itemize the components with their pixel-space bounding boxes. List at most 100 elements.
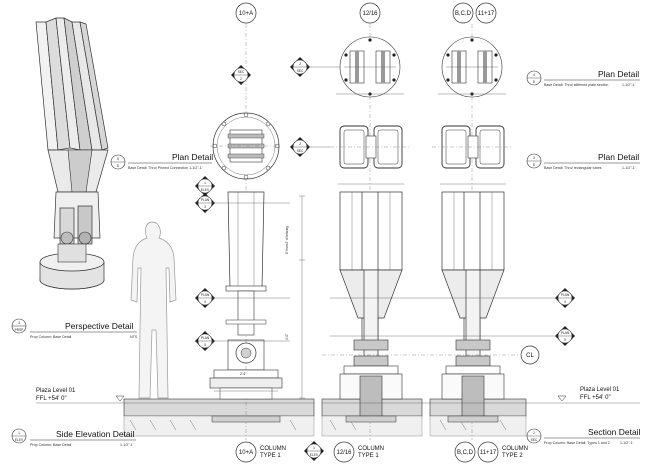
svg-text:ELEV: ELEV bbox=[15, 438, 24, 442]
plan-rect-scale: 1-1/2"-1' bbox=[622, 166, 636, 170]
svg-text:COLUMN: COLUMN bbox=[358, 446, 384, 452]
sec-marker-num: 2 bbox=[240, 77, 242, 81]
svg-text:3: 3 bbox=[533, 156, 535, 160]
grid-bcd-label: B,C,D bbox=[455, 11, 472, 17]
svg-text:D: D bbox=[533, 163, 536, 167]
plan-stiffened-title: Plan Detail bbox=[598, 69, 639, 79]
perspective-code: PRSP bbox=[15, 328, 24, 332]
centerline-marker: CL bbox=[322, 345, 540, 365]
perspective-subtitle: Prop Column: Base Detail bbox=[30, 335, 72, 339]
column-type-label-type2: B,C,D 11+17 COLUMN TYPE 2 bbox=[454, 441, 528, 463]
grid-10a-label: 10+A bbox=[239, 11, 253, 17]
svg-text:2: 2 bbox=[299, 142, 301, 146]
svg-text:COLUMN: COLUMN bbox=[260, 446, 286, 452]
dim-bearing: 6' from 0' of bearing bbox=[285, 226, 289, 254]
level-left: Plaza Level 01 FFL +54' 0" bbox=[36, 388, 314, 404]
level-right: Plaza Level 01 FFL +54' 0" bbox=[322, 387, 640, 404]
perspective-scale: NTS bbox=[130, 335, 138, 339]
plan-pinned-title-block: 5 D Plan Detail Base Detail: Thru/ Pinne… bbox=[110, 152, 213, 170]
svg-text:12/16: 12/16 bbox=[336, 450, 352, 456]
column-type-label-10a: 10+A COLUMN TYPE 1 bbox=[235, 441, 286, 463]
side-elevation-title: Side Elevation Detail bbox=[56, 429, 135, 439]
svg-text:5: 5 bbox=[117, 157, 119, 161]
svg-text:SEC: SEC bbox=[531, 438, 538, 442]
dim-base: 2'-6" bbox=[240, 372, 246, 376]
elevation-marker: 1 ELEV bbox=[195, 176, 215, 196]
grid-12-16-label: 12/16 bbox=[362, 11, 378, 17]
plan-stiffened-title-block: 4 D Plan Detail Base Detail: Thru/ stiff… bbox=[526, 69, 640, 87]
side-elevation-title-block: 1 ELEV Side Elevation Detail Prop Column… bbox=[11, 428, 136, 447]
elev-marker-code: ELEV bbox=[201, 188, 210, 192]
level-right-name: Plaza Level 01 bbox=[580, 387, 620, 393]
svg-text:PLAN: PLAN bbox=[201, 198, 210, 202]
plan-marker-left-3: PLAN 3 bbox=[195, 193, 290, 213]
elev-marker-num: 1 bbox=[204, 181, 206, 185]
human-scale-figure bbox=[130, 221, 177, 399]
perspective-view bbox=[35, 17, 109, 290]
section-marker-left: SEC 2 bbox=[231, 65, 251, 85]
section-subtitle: Prop Column: Base Detail: Types 1 and 2 bbox=[544, 441, 610, 445]
level-left-ffl: FFL +54' 0" bbox=[36, 396, 67, 402]
perspective-title-block: 3 PRSP Perspective Detail Prop Column: B… bbox=[11, 318, 138, 339]
svg-text:2: 2 bbox=[533, 431, 535, 435]
column-12-16-drawing bbox=[330, 24, 410, 440]
cl-label: CL bbox=[526, 353, 534, 359]
section-marker-top: 2 SEC bbox=[290, 57, 340, 77]
svg-text:PLAN: PLAN bbox=[201, 336, 210, 340]
svg-text:D: D bbox=[533, 80, 536, 84]
svg-text:SEC: SEC bbox=[297, 69, 304, 73]
svg-text:4: 4 bbox=[204, 300, 206, 304]
svg-text:PLAN: PLAN bbox=[561, 293, 570, 297]
level-left-name: Plaza Level 01 bbox=[36, 388, 76, 394]
svg-text:SEC: SEC bbox=[297, 149, 304, 153]
column-11-17-drawing bbox=[432, 24, 512, 440]
bottom-elevation-marker: 1 ELEV bbox=[304, 441, 324, 461]
grid-11-17-label: 11+17 bbox=[478, 11, 495, 17]
plan-marker-left-5: PLAN 5 bbox=[195, 331, 290, 351]
perspective-title: Perspective Detail bbox=[65, 321, 134, 331]
svg-text:10+A: 10+A bbox=[239, 450, 253, 456]
plan-marker-left-4: PLAN 4 bbox=[195, 288, 290, 308]
svg-text:5: 5 bbox=[204, 343, 206, 347]
grid-bubble-12-16: 12/16 bbox=[359, 2, 381, 24]
sec-marker-code: SEC bbox=[238, 70, 245, 74]
plan-rect-title-block: 3 D Plan Detail Base Detail: Thru/ recta… bbox=[526, 152, 640, 170]
dim-total: 4'-0" bbox=[285, 334, 289, 340]
level-right-ffl: FFL +54' 0" bbox=[580, 395, 611, 401]
section-title: Section Detail bbox=[588, 427, 641, 437]
section-scale: 1-1/2"-1' bbox=[620, 441, 634, 445]
section-title-block: 2 SEC Section Detail Prop Column: Base D… bbox=[526, 427, 641, 445]
plan-stiffened-subtitle: Base Detail: Thru/ stiffened plate secti… bbox=[544, 83, 608, 87]
svg-text:PLAN: PLAN bbox=[561, 331, 570, 335]
plan-marker-right-5: PLAN 5 bbox=[330, 326, 575, 346]
svg-text:PLAN: PLAN bbox=[201, 293, 210, 297]
plan-pinned-subtitle: Base Detail: Thru/ Pinned Connection 1-1… bbox=[128, 166, 203, 170]
svg-text:COLUMN: COLUMN bbox=[502, 446, 528, 452]
svg-text:TYPE 1: TYPE 1 bbox=[358, 453, 379, 459]
plan-rect-subtitle: Base Detail: Thru/ rectangular tubes bbox=[544, 166, 602, 170]
svg-text:5: 5 bbox=[564, 338, 566, 342]
plan-pinned-title: Plan Detail bbox=[172, 152, 213, 162]
column-type-label-12-16: 12/16 COLUMN TYPE 1 bbox=[333, 441, 384, 463]
svg-text:2: 2 bbox=[299, 62, 301, 66]
grid-bubble-bcd: B,C,D bbox=[452, 2, 474, 24]
grid-bubble-10a: 10+A bbox=[235, 2, 257, 24]
svg-text:11+17: 11+17 bbox=[480, 450, 497, 456]
grid-bubble-11-17: 11+17 bbox=[475, 2, 497, 24]
side-elevation-scale: 1-1/2"-1' bbox=[120, 443, 134, 447]
plan-marker-right-4: PLAN 4 bbox=[330, 288, 575, 308]
svg-text:4: 4 bbox=[564, 300, 566, 304]
svg-text:4: 4 bbox=[533, 73, 535, 77]
svg-text:ELEV: ELEV bbox=[310, 453, 319, 457]
svg-text:D: D bbox=[117, 164, 120, 168]
perspective-number: 3 bbox=[18, 321, 20, 325]
column-10a-elevation: 6' from 0' of bearing 4'-0" 2'-6" bbox=[209, 24, 305, 440]
svg-text:1: 1 bbox=[313, 446, 315, 450]
svg-text:TYPE 1: TYPE 1 bbox=[260, 453, 281, 459]
section-marker-middle: 2 SEC bbox=[290, 137, 330, 157]
plan-stiffened-scale: 1-1/2"-1' bbox=[622, 83, 636, 87]
svg-text:1: 1 bbox=[18, 431, 20, 435]
svg-text:3: 3 bbox=[204, 205, 206, 209]
